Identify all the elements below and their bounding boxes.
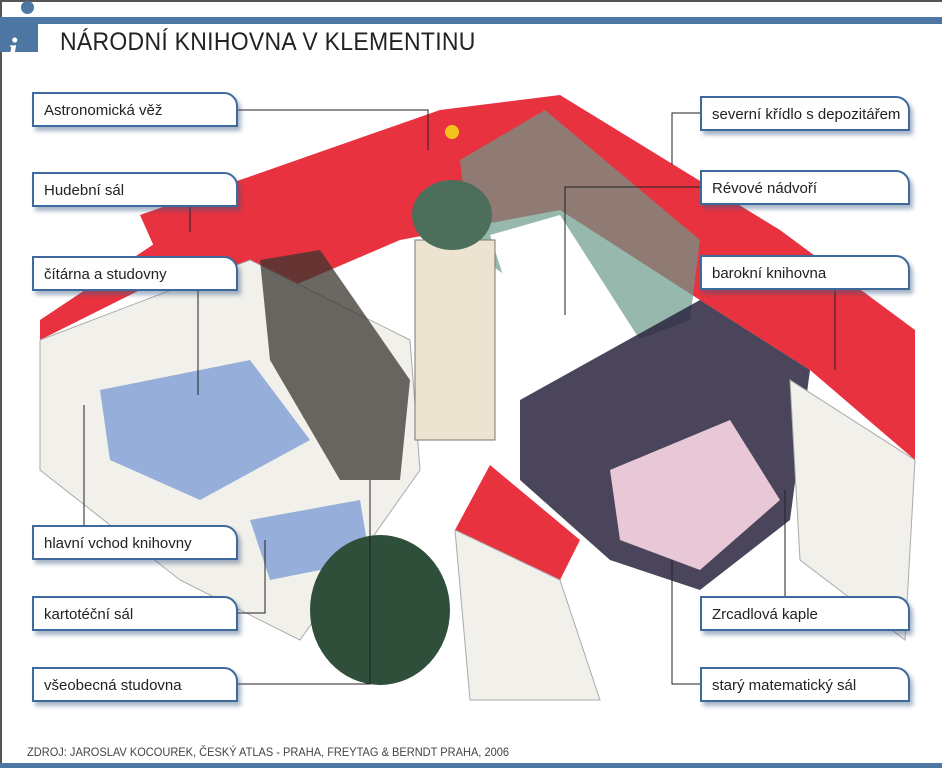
- label-main-entrance: hlavní vchod knihovny: [32, 525, 238, 560]
- label-astronomical-tower: Astronomická věž: [32, 92, 238, 127]
- label-catalogue-hall: kartotéční sál: [32, 596, 238, 631]
- page-title: NÁRODNÍ KNIHOVNA V KLEMENTINU: [60, 28, 476, 56]
- footer-bar: [0, 763, 942, 768]
- south-wing: [454, 529, 601, 701]
- leader-lines: [83, 109, 836, 685]
- label-math-hall: starý matematický sál: [700, 667, 910, 702]
- east-wing: [789, 379, 916, 641]
- reading-room: [100, 360, 310, 500]
- label-general-reading-room: všeobecná studovna: [32, 667, 238, 702]
- source-credit: ZDROJ: JAROSLAV KOCOUREK, ČESKÝ ATLAS - …: [27, 745, 510, 759]
- label-music-hall: Hudební sál: [32, 172, 238, 207]
- label-baroque-library: barokní knihovna: [700, 255, 910, 290]
- music-hall: [260, 250, 410, 480]
- label-mirror-chapel: Zrcadlová kaple: [700, 596, 910, 631]
- label-reading-rooms: čítárna a studovny: [32, 256, 238, 291]
- trees: [310, 535, 450, 685]
- label-north-wing: severní křídlo s depozitářem: [700, 96, 910, 131]
- courtyard-garden: [460, 110, 700, 350]
- roof: [140, 95, 915, 460]
- tower-dome: [412, 180, 492, 250]
- tower-globe: [445, 125, 459, 139]
- mirror-chapel: [610, 420, 780, 570]
- south-roof: [455, 465, 580, 580]
- label-revove-courtyard: Révové nádvoří: [700, 170, 910, 205]
- header-bar: [0, 17, 942, 24]
- info-icon-dot: [21, 1, 34, 14]
- astronomical-tower: [414, 239, 496, 441]
- info-icon: i: [0, 17, 38, 69]
